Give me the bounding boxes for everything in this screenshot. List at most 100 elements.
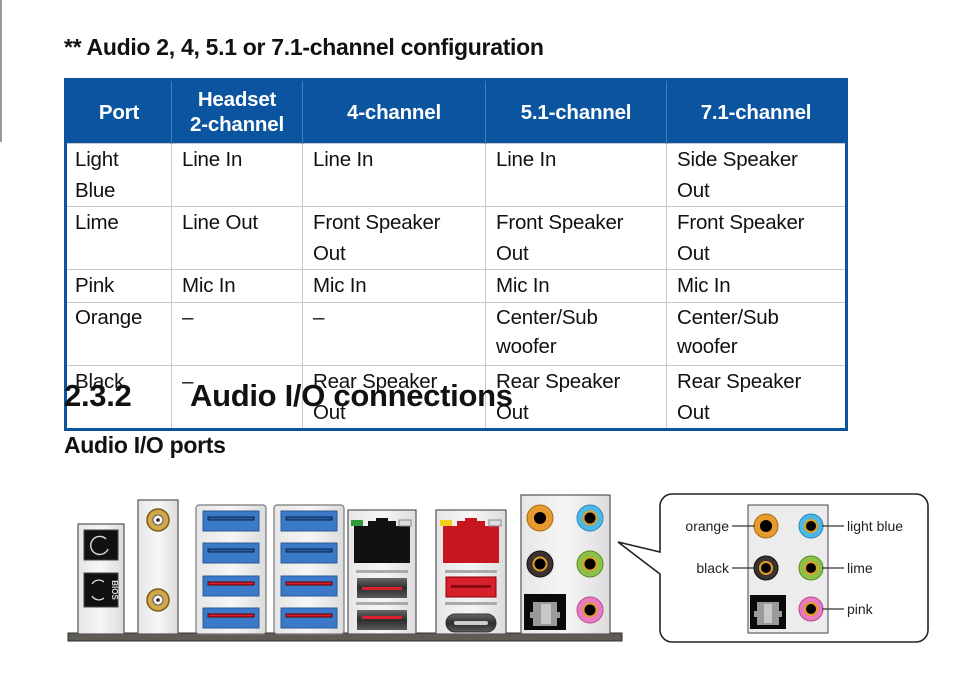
header-label: 7.1-channel: [700, 100, 812, 124]
table-cell: Front Speaker Out: [302, 206, 486, 270]
table-cell: Mic In: [485, 269, 667, 303]
table-cell: Center/Sub woofer: [485, 302, 667, 366]
usb-a-port: [280, 542, 338, 564]
header-headset-2ch: Headset 2-channel: [171, 79, 303, 144]
table-row: Black – Rear Speaker Out Rear Speaker Ou…: [65, 365, 847, 430]
table-cell: –: [171, 302, 303, 366]
cell-text: Front Speaker Out: [677, 211, 805, 265]
table-cell: Mic In: [666, 269, 847, 303]
table-cell: Side Speaker Out: [666, 143, 847, 207]
table-cell: Mic In: [302, 269, 486, 303]
cell-text: Lime: [75, 211, 119, 234]
section-heading: 2.3.2 Audio I/O connections: [64, 378, 513, 414]
cell-text: –: [313, 306, 325, 329]
table-row: Orange – – Center/Sub woofer Center/Sub …: [65, 302, 847, 366]
table-cell: –: [302, 302, 486, 366]
table-row: Pink Mic In Mic In Mic In Mic In: [65, 269, 847, 303]
table-cell: Rear Speaker Out: [302, 365, 486, 430]
page-edge-line: [0, 0, 2, 142]
cell-text: –: [182, 370, 194, 393]
cell-text: Rear Speaker Out: [496, 370, 621, 424]
callout-label-orange: orange: [685, 518, 729, 534]
usb-stack-1: [195, 504, 267, 635]
table-row: Lime Line Out Front Speaker Out Front Sp…: [65, 206, 847, 270]
table-cell: Front Speaker Out: [485, 206, 667, 270]
callout-label-light-blue: light blue: [847, 518, 903, 534]
wifi-antenna-block: [137, 499, 179, 635]
cell-text: Mic In: [677, 274, 731, 297]
header-5-1ch: 5.1-channel: [485, 79, 667, 144]
usb-a-port: [357, 610, 407, 630]
rear-io-panel-diagram: BIOS: [67, 493, 929, 643]
cell-text: –: [182, 306, 194, 329]
cell-text: Mic In: [496, 274, 550, 297]
audio-callout: orange black light blue lime pink: [617, 493, 929, 643]
ethernet-port: [354, 518, 410, 563]
table-row: Light Blue Line In Line In Line In Side …: [65, 143, 847, 207]
header-port: Port: [65, 79, 172, 144]
bios-button-block: BIOS: [77, 523, 125, 635]
usb-a-port: [280, 607, 338, 629]
table-cell: Front Speaker Out: [666, 206, 847, 270]
cell-text: Rear Speaker Out: [313, 370, 438, 424]
lan-led-green: [351, 520, 363, 526]
audio-config-table: Port Headset 2-channel 4-channel 5.1-cha…: [64, 78, 848, 431]
table-cell: Pink: [65, 269, 172, 303]
callout-label-lime: lime: [847, 560, 873, 576]
header-label: 4-channel: [347, 100, 441, 124]
cell-text: Rear Speaker Out: [677, 370, 802, 424]
callout-label-pink: pink: [847, 601, 874, 617]
usb-a-port: [280, 575, 338, 597]
cell-text: Black: [75, 370, 125, 393]
table-header-row: Port Headset 2-channel 4-channel 5.1-cha…: [65, 79, 847, 144]
table-cell: Black: [65, 365, 172, 430]
table-cell: Line In: [302, 143, 486, 207]
ethernet-port-red: [443, 518, 499, 563]
table-cell: Line Out: [171, 206, 303, 270]
header-label: 5.1-channel: [520, 100, 632, 124]
clear-cmos-button: [83, 529, 119, 561]
audio-jack-block: [520, 494, 611, 635]
config-title: ** Audio 2, 4, 5.1 or 7.1-channel config…: [64, 34, 544, 60]
table-cell: Mic In: [171, 269, 303, 303]
bios-flashback-button: [83, 572, 119, 608]
table-cell: Rear Speaker Out: [485, 365, 667, 430]
lan-led-white: [488, 519, 502, 527]
lan-port-block-2: [435, 509, 507, 635]
cell-text: Orange: [75, 306, 143, 329]
table-cell: Line In: [171, 143, 303, 207]
usb-a-port: [280, 510, 338, 532]
usb-stack-2: [273, 504, 345, 635]
lan-port-block-1: [347, 509, 417, 635]
header-label: Port: [98, 100, 140, 124]
io-base-rail: [67, 632, 623, 642]
lan-led-yellow: [440, 520, 452, 526]
header-7-1ch: 7.1-channel: [666, 79, 847, 144]
bios-label: BIOS: [110, 580, 119, 600]
header-4ch: 4-channel: [302, 79, 486, 144]
clear-cmos-icon: [90, 535, 109, 556]
table-cell: Line In: [485, 143, 667, 207]
usb-a-port: [202, 510, 260, 532]
cell-text: Light Blue: [75, 148, 119, 202]
table-cell: Orange: [65, 302, 172, 366]
table-cell: –: [171, 365, 303, 430]
bios-flashback-icon: [91, 579, 105, 601]
cell-text: Front Speaker Out: [496, 211, 624, 265]
subsection-heading: Audio I/O ports: [64, 432, 226, 458]
table-cell: Rear Speaker Out: [666, 365, 847, 430]
table-cell: Center/Sub woofer: [666, 302, 847, 366]
header-label: Headset 2-channel: [190, 88, 284, 136]
usb-a-port: [202, 575, 260, 597]
table-cell: Lime: [65, 206, 172, 270]
cell-text: Line In: [496, 148, 557, 171]
table-cell: Light Blue: [65, 143, 172, 207]
cell-text: Front Speaker Out: [313, 211, 441, 265]
usb-a-port: [202, 542, 260, 564]
cell-text: Center/Sub woofer: [496, 306, 598, 358]
lan-led-white: [398, 519, 412, 527]
cell-text: Line In: [182, 148, 243, 171]
section-title: Audio I/O connections: [190, 378, 513, 413]
cell-text: Mic In: [182, 274, 236, 297]
section-number: 2.3.2: [64, 378, 132, 413]
